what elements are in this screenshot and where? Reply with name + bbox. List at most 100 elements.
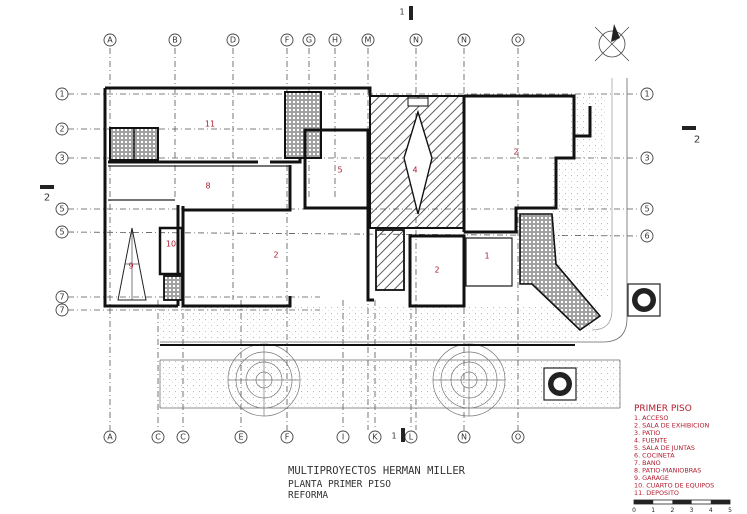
- legend-item: 2. SALA DE EXHIBICION: [634, 422, 710, 430]
- grid-bubble: G: [302, 33, 316, 47]
- svg-text:I: I: [342, 433, 344, 442]
- grid-bubble: C: [151, 430, 165, 444]
- svg-text:C: C: [155, 433, 161, 442]
- grid-bubble: 5: [55, 225, 69, 239]
- grid-bubble: H: [328, 33, 342, 47]
- grid-bubble: 7: [55, 303, 69, 317]
- svg-text:2: 2: [44, 193, 50, 204]
- svg-text:5: 5: [59, 228, 64, 237]
- row-markers-left: 1 2 3 5 5 7 7: [55, 87, 69, 317]
- column-markers-top: A B D F G H M N N O: [103, 33, 525, 47]
- legend-item: 8. PATIO-MANIOBRAS: [634, 467, 701, 475]
- svg-text:N: N: [461, 36, 467, 45]
- section-mark-left: 2: [40, 185, 54, 204]
- scale-bar: 0 1 2 3 4 5: [632, 499, 732, 514]
- tree-icon: [432, 343, 506, 417]
- svg-text:7: 7: [59, 306, 64, 315]
- garage-ramp: [117, 227, 147, 301]
- svg-text:A: A: [107, 433, 113, 442]
- grid-bubble: O: [511, 33, 525, 47]
- grid-bubble: D: [226, 33, 240, 47]
- grid-bubble: C: [176, 430, 190, 444]
- grid-bubble: 6: [640, 229, 654, 243]
- svg-text:D: D: [230, 36, 236, 45]
- legend: PRIMER PISO 1. ACCESO 2. SALA DE EXHIBIC…: [634, 404, 714, 497]
- svg-text:A: A: [107, 36, 113, 45]
- svg-text:G: G: [306, 36, 312, 45]
- section-mark-right: 2: [682, 126, 700, 146]
- svg-text:H: H: [332, 36, 338, 45]
- legend-item: 6. COCINETA: [634, 452, 675, 460]
- grid-bubble: A: [103, 33, 117, 47]
- svg-text:1: 1: [59, 90, 64, 99]
- grid-bubble: 7: [55, 290, 69, 304]
- row-markers-right: 1 3 5 6: [640, 87, 654, 243]
- svg-text:7: 7: [59, 293, 64, 302]
- planter-icon: [627, 283, 661, 317]
- scale-tick: 0: [632, 507, 636, 514]
- legend-item: 3. PATIO: [634, 429, 660, 437]
- grid-bubble: 1: [55, 87, 69, 101]
- legend-title: PRIMER PISO: [634, 404, 692, 414]
- landscape-areas: [159, 78, 628, 409]
- grid-bubble: N: [457, 430, 471, 444]
- svg-text:E: E: [238, 433, 243, 442]
- drawing-subtitle-2: REFORMA: [288, 490, 328, 501]
- svg-text:B: B: [172, 36, 178, 45]
- section-mark-bottom: 1: [391, 428, 405, 442]
- svg-text:C: C: [180, 433, 186, 442]
- tree-icon: [227, 343, 301, 417]
- svg-text:3: 3: [644, 154, 649, 163]
- room-number: 1: [484, 252, 489, 261]
- svg-text:M: M: [365, 36, 372, 45]
- legend-item: 5. SALA DE JUNTAS: [634, 444, 695, 452]
- grid-bubble: 2: [55, 122, 69, 136]
- svg-text:1: 1: [399, 8, 404, 17]
- svg-text:5: 5: [644, 205, 649, 214]
- scale-tick: 4: [709, 507, 713, 514]
- grid-bubble: N: [409, 33, 423, 47]
- svg-text:F: F: [285, 36, 290, 45]
- room-number: 9: [128, 262, 133, 271]
- svg-text:O: O: [515, 36, 521, 45]
- svg-text:1: 1: [391, 432, 396, 441]
- building-walls: [103, 86, 602, 346]
- legend-item: 11. DEPOSITO: [634, 489, 679, 497]
- drawing-subtitle: PLANTA PRIMER PISO: [288, 479, 391, 490]
- svg-text:2: 2: [694, 135, 700, 146]
- room-labels: 11 5 4 2 8 10 9 2 2 1: [128, 120, 518, 275]
- grid-bubble: M: [361, 33, 375, 47]
- room-number: 8: [205, 182, 210, 191]
- scale-tick: 2: [670, 507, 674, 514]
- legend-item: 4. FUENTE: [634, 437, 667, 445]
- svg-text:N: N: [413, 36, 419, 45]
- grid-bubble: O: [511, 430, 525, 444]
- svg-text:L: L: [409, 433, 414, 442]
- drawing-title: MULTIPROYECTOS HERMAN MILLER: [288, 465, 466, 477]
- svg-text:K: K: [372, 433, 378, 442]
- svg-text:1: 1: [644, 90, 649, 99]
- room-number: 10: [166, 240, 176, 249]
- legend-item: 9. GARAGE: [634, 474, 669, 482]
- legend-item: 7. BANO: [634, 459, 661, 467]
- grid-bubble: 3: [640, 151, 654, 165]
- svg-text:3: 3: [59, 154, 64, 163]
- svg-text:6: 6: [644, 232, 649, 241]
- svg-text:2: 2: [59, 125, 64, 134]
- title-block: MULTIPROYECTOS HERMAN MILLER PLANTA PRIM…: [288, 465, 466, 501]
- room-number: 4: [412, 166, 417, 175]
- svg-text:F: F: [285, 433, 290, 442]
- grid-bubble: L: [404, 430, 418, 444]
- room-number: 2: [513, 148, 518, 157]
- grid-bubble: 5: [640, 202, 654, 216]
- grid-bubble: I: [336, 430, 350, 444]
- grid-bubble: F: [280, 430, 294, 444]
- grid-bubble: N: [457, 33, 471, 47]
- section-mark-top: 1: [399, 6, 413, 20]
- column-markers-bottom: A C C E F I K L N O: [103, 430, 525, 444]
- svg-text:5: 5: [59, 205, 64, 214]
- scale-tick: 1: [651, 507, 655, 514]
- room-number: 5: [337, 166, 342, 175]
- legend-item: 10. CUARTO DE EQUIPOS: [634, 482, 714, 490]
